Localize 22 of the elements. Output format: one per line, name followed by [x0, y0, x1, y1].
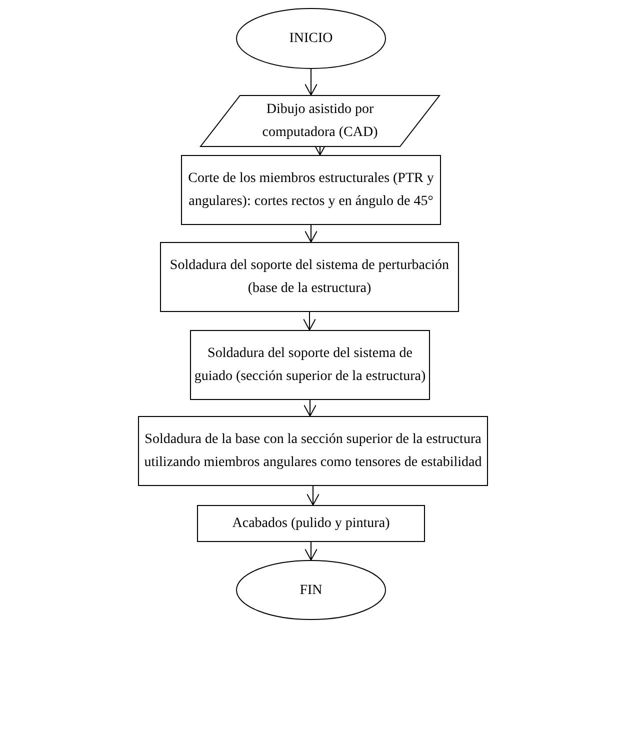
step-text: Soldadura del soporte del sistema de perturbación (base de la estructura) — [168, 257, 450, 298]
arrow — [303, 312, 316, 330]
step-text: Dibujo asistido por computadora (CAD) — [261, 101, 379, 142]
step-text: INICIO — [289, 30, 333, 48]
process-box — [190, 330, 430, 400]
arrow — [304, 400, 316, 416]
process-box — [138, 416, 488, 486]
process-box — [181, 155, 441, 225]
terminal-ellipse — [236, 560, 386, 620]
arrow — [306, 486, 320, 506]
arrow — [304, 224, 318, 242]
process-box — [197, 505, 425, 542]
step-text: Corte de los miembros estructurales (PTR y angulares): cortes rectos y en ángulo de 45° — [187, 170, 435, 211]
arrow — [304, 542, 318, 560]
step-text: Acabados (pulido y pintura) — [232, 515, 390, 533]
step-text: FIN — [300, 582, 322, 600]
step-text: Soldadura de la base con la sección superior de la estructura utilizando miembros angulares como tensores de estabilidad — [143, 431, 483, 472]
data-parallelogram — [200, 95, 440, 147]
arrow — [304, 68, 318, 96]
step-text: Soldadura del soporte del sistema de guiado (sección superior de la estructura) — [194, 345, 426, 386]
process-box — [160, 242, 459, 312]
terminal-ellipse — [236, 8, 386, 69]
